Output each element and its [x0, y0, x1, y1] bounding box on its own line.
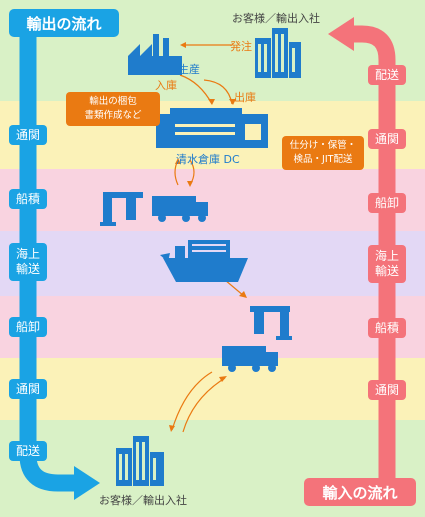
import-flow-title: 輸入の流れ — [304, 478, 416, 506]
import-stage-customs-2: 通関 — [368, 380, 406, 400]
import-tasks-box: 仕分け・保管・ 検品・JIT配送 — [282, 136, 364, 170]
import-stage-customs: 通関 — [368, 129, 406, 149]
inbound-label: 入庫 — [155, 79, 177, 92]
crane-truck-icon-top — [100, 192, 208, 226]
warehouse-label: 清水倉庫 DC — [176, 153, 240, 166]
ship-to-port-arrow — [224, 279, 245, 297]
factory-icon — [128, 34, 182, 75]
import-tasks-line2: 検品・JIT配送 — [293, 154, 353, 165]
export-stage-customs-2: 通関 — [9, 379, 47, 399]
export-sea-line2: 輸送 — [15, 262, 40, 276]
truck-icon-bottom — [222, 346, 278, 372]
outbound-arrow — [203, 79, 233, 105]
production-label: 生産 — [178, 63, 200, 76]
order-label: 発注 — [230, 40, 252, 53]
customer-label-bottom: お客様／輸出入社 — [99, 494, 187, 507]
export-tasks-box: 輸出の梱包 書類作成など — [66, 92, 160, 126]
import-stage-unloading: 船卸 — [368, 193, 406, 213]
export-sea-line1: 海上 — [15, 247, 40, 261]
band-customs-bottom — [0, 358, 425, 420]
band-loading — [0, 169, 425, 231]
export-stage-loading: 船積 — [9, 189, 47, 209]
port-arrow-2 — [182, 377, 226, 433]
inbound-arrow — [179, 74, 213, 105]
import-stage-sea-transport: 海上輸送 — [368, 245, 406, 283]
import-tasks-line1: 仕分け・保管・ — [289, 140, 357, 151]
export-stage-unloading: 船卸 — [9, 317, 47, 337]
port-arrow-1 — [171, 371, 213, 431]
building-icon-bottom — [116, 436, 164, 486]
export-stage-customs: 通関 — [9, 125, 47, 145]
import-stage-delivery: 配送 — [368, 65, 406, 85]
band-unloading — [0, 296, 425, 358]
import-sea-line1: 海上 — [374, 249, 399, 263]
import-arrowhead — [328, 17, 354, 51]
export-stage-delivery: 配送 — [9, 441, 47, 461]
export-tasks-line1: 輸出の梱包 — [89, 96, 137, 107]
customer-label-top: お客様／輸出入社 — [232, 12, 320, 25]
outbound-label: 出庫 — [234, 91, 256, 104]
import-sea-line2: 輸送 — [374, 264, 399, 278]
crane-icon-bottom — [250, 306, 292, 340]
import-flow-arrow — [350, 25, 396, 478]
export-tasks-line2: 書類作成など — [84, 110, 142, 121]
export-flow-title: 輸出の流れ — [9, 9, 119, 37]
export-arrowhead — [74, 466, 100, 500]
import-stage-loading: 船積 — [368, 318, 406, 338]
export-stage-sea-transport: 海上輸送 — [9, 243, 47, 281]
ship-icon — [160, 240, 248, 282]
